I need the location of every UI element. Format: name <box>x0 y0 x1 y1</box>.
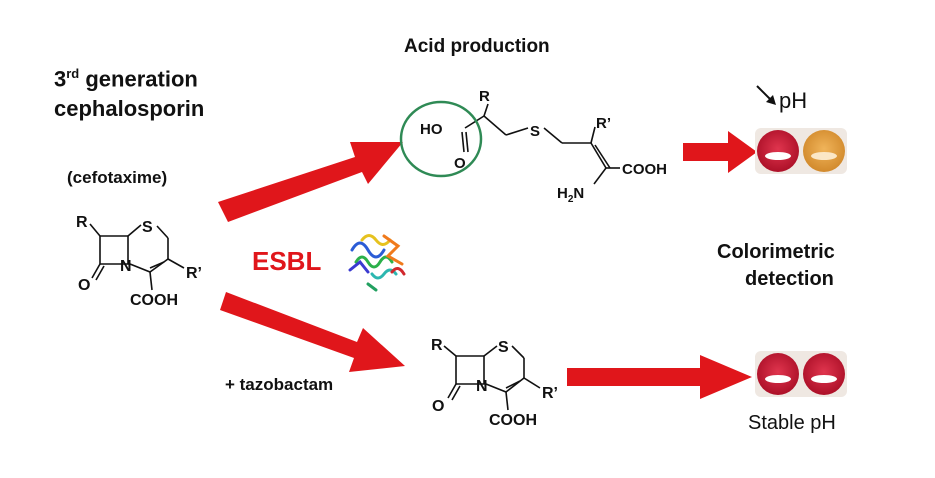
drug-name-label: (cefotaxime) <box>67 168 168 187</box>
title-line-2: cephalosporin <box>54 96 205 121</box>
intact-s-label: S <box>498 339 509 356</box>
cephalosporin-structure <box>89 223 185 291</box>
wells-acid <box>755 128 847 174</box>
intact-cooh-label: COOH <box>489 412 537 429</box>
ceph-r-label: R <box>76 214 88 231</box>
ceph-n-label: N <box>120 258 132 275</box>
title-line-1: 3rd generation <box>54 66 198 92</box>
generation-superscript: rd <box>66 66 80 81</box>
generation-word: generation <box>79 66 198 92</box>
acid-o-label: O <box>454 155 466 172</box>
acid-rprime-label: R’ <box>596 115 611 132</box>
colorimetric-label-1: Colorimetric <box>717 241 835 263</box>
acid-product-labels: HO O R S R’ COOH H2N <box>420 88 667 205</box>
esbl-label: ESBL <box>252 246 322 276</box>
acid-product-structure <box>461 103 620 185</box>
arrow-to-acid <box>218 142 403 222</box>
esbl-enzyme-icon <box>348 234 406 292</box>
ceph-s-label: S <box>142 219 153 236</box>
acid-production-label: Acid production <box>404 36 550 57</box>
acid-h2n-label: H2N <box>557 185 584 205</box>
arrow-to-stable-wells <box>567 355 752 399</box>
intact-rprime-label: R’ <box>542 385 558 402</box>
ceph-rprime-label: R’ <box>186 265 202 282</box>
intact-o-label: O <box>432 398 444 415</box>
acid-ho-label: HO <box>420 121 443 138</box>
acid-s-label: S <box>530 123 540 140</box>
arrow-to-tazobactam <box>220 292 405 372</box>
cephalosporin-labels: R S N O R’ COOH <box>76 214 202 309</box>
colorimetric-label-2: detection <box>745 268 834 290</box>
carboxyl-highlight-circle <box>399 100 483 178</box>
arrow-to-acid-wells <box>683 131 757 173</box>
ceph-o-label: O <box>78 277 90 294</box>
intact-n-label: N <box>476 378 488 395</box>
intact-labels: R S N O R’ COOH <box>431 337 558 429</box>
wells-stable <box>755 351 847 397</box>
acid-r-label: R <box>479 88 490 105</box>
down-arrow-icon <box>756 85 776 105</box>
tazobactam-label: + tazobactam <box>225 375 334 394</box>
stable-ph-label: Stable pH <box>748 412 836 434</box>
intact-structure <box>443 345 541 411</box>
intact-r-label: R <box>431 337 443 354</box>
ceph-cooh-label: COOH <box>130 292 178 309</box>
ph-drop-label: pH <box>779 88 808 113</box>
generation-number: 3 <box>54 66 67 92</box>
acid-cooh-label: COOH <box>622 161 667 178</box>
